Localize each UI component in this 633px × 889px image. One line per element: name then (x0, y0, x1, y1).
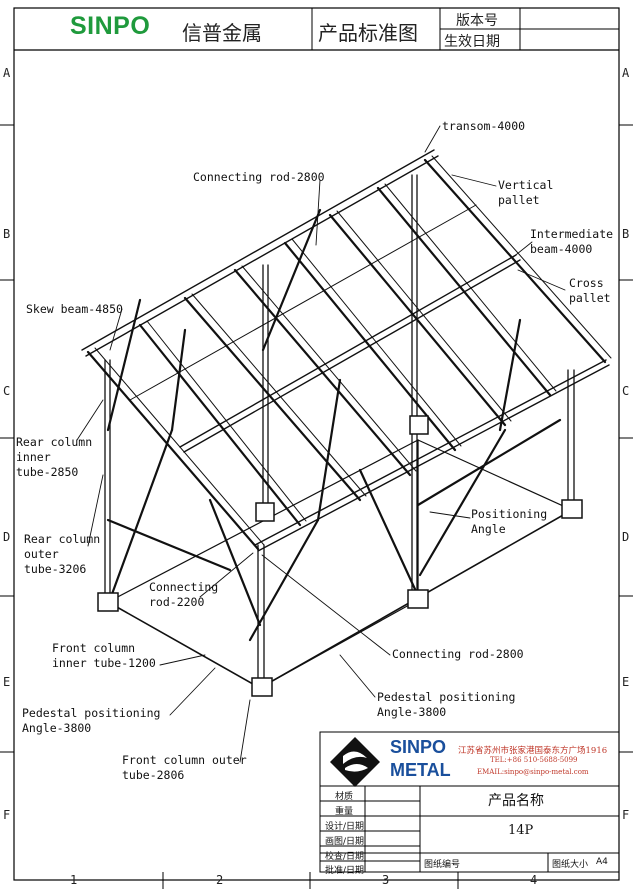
title-row-weight: 重量 (335, 807, 354, 817)
title-row-check: 校查/日期 (325, 852, 365, 862)
effective-date-label: 生效日期 (444, 34, 500, 50)
drawing-frame (13, 7, 620, 881)
zone-row-f-right: F (622, 808, 630, 822)
drawing-number-label: 图纸编号 (424, 860, 461, 870)
zone-row-c-right: C (622, 384, 630, 398)
version-label: 版本号 (456, 13, 498, 29)
zone-row-e-left: E (3, 675, 11, 689)
zone-col-4: 4 (530, 873, 538, 887)
zone-row-e-right: E (622, 675, 630, 689)
label-transom: transom-4000 (442, 119, 526, 133)
company-address: 江苏省苏州市张家港国泰东方广场1916 (458, 746, 608, 756)
company-email: EMAIL:sinpo@sinpo-metal.com (477, 768, 589, 776)
title-row-design: 设计/日期 (325, 822, 365, 832)
title-row-material: 材质 (335, 792, 354, 802)
company-tel: TEL:+86 510-5688-5099 (490, 756, 578, 764)
company-name-line2: METAL (390, 760, 451, 780)
company-name-line1: SINPO (390, 737, 447, 757)
product-name-label: 产品名称 (488, 793, 544, 809)
product-name: 14P (508, 823, 534, 838)
zone-row-b-left: B (3, 227, 11, 241)
label-skew-beam: Skew beam-4850 (26, 302, 123, 316)
label-connecting-rod-top: Connecting rod-2800 (193, 170, 325, 184)
title-row-approve: 批准/日期 (325, 866, 365, 876)
zone-col-2: 2 (216, 873, 224, 887)
zone-col-1: 1 (70, 873, 78, 887)
company-logo-mark (330, 737, 380, 787)
zone-row-f-left: F (3, 808, 11, 822)
drawing-title: 产品标准图 (318, 21, 418, 45)
zone-row-a-right: A (622, 66, 630, 80)
title-row-drawing: 画图/日期 (325, 837, 365, 847)
zone-col-3: 3 (382, 873, 390, 887)
zone-row-b-right: B (622, 227, 630, 241)
zone-row-c-left: C (3, 384, 11, 398)
sheet-size-label: 图纸大小 (552, 860, 589, 870)
brand-logo: SINPO (70, 12, 151, 40)
zone-row-a-left: A (3, 66, 11, 80)
brand-chinese-name: 信普金属 (182, 21, 262, 45)
sheet-size: A4 (596, 857, 608, 867)
zone-row-d-left: D (3, 530, 11, 544)
zone-row-d-right: D (622, 530, 630, 544)
label-connecting-rod-bottom: Connecting rod-2800 (392, 647, 524, 661)
